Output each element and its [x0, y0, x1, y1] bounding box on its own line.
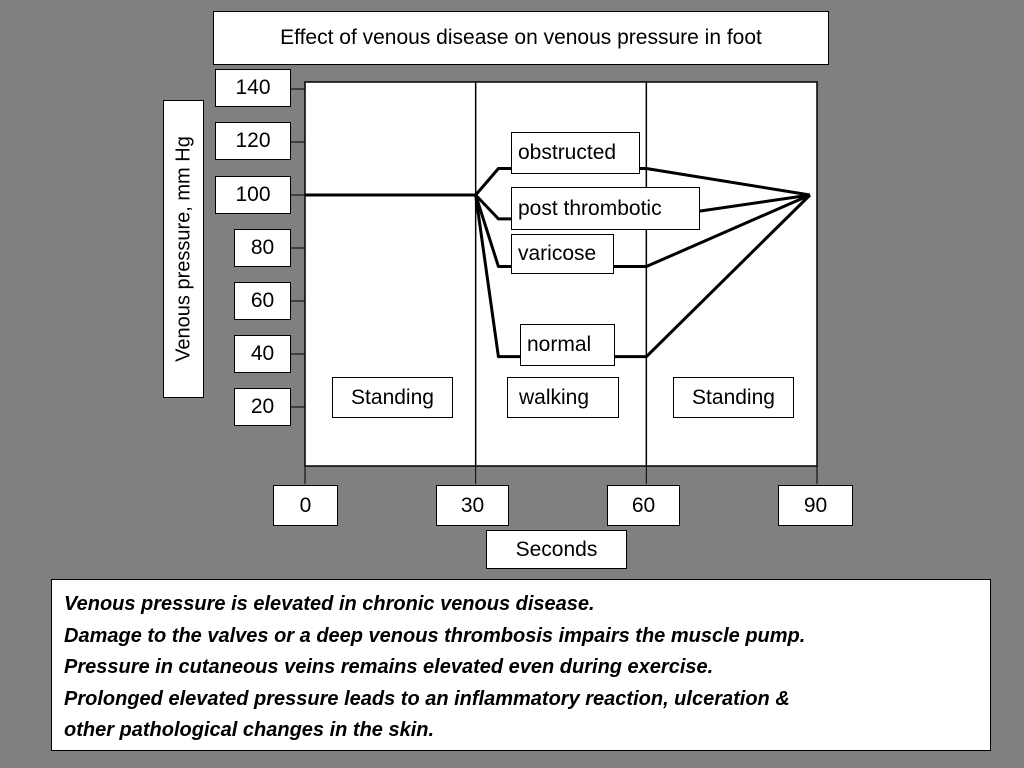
note-line: Pressure in cutaneous veins remains elev… — [64, 656, 714, 678]
x-tick-label: 90 — [778, 485, 853, 526]
note-line: other pathological changes in the skin. — [64, 719, 435, 741]
notes-panel: Venous pressure is elevated in chronic v… — [51, 579, 991, 751]
x-tick-label: 60 — [607, 485, 680, 526]
x-tick-label: 0 — [273, 485, 338, 526]
chart-title-text: Effect of venous disease on venous press… — [280, 26, 762, 49]
note-line: Prolonged elevated pressure leads to an … — [64, 687, 790, 710]
series-label-obstructed: obstructed — [511, 132, 640, 174]
y-tick-label: 100 — [215, 176, 291, 214]
phase-label: walking — [507, 377, 619, 418]
y-tick-label: 80 — [234, 229, 291, 267]
x-tick-label: 30 — [436, 485, 509, 526]
chart-title: Effect of venous disease on venous press… — [213, 11, 829, 65]
series-label-normal: normal — [520, 324, 615, 366]
y-tick-label: 20 — [234, 388, 291, 426]
y-tick-label: 140 — [215, 69, 291, 107]
x-axis-label-text: Seconds — [515, 537, 598, 561]
y-tick-label: 120 — [215, 122, 291, 160]
note-line: Damage to the valves or a deep venous th… — [64, 624, 806, 647]
y-axis-label: Venous pressure, mm Hg — [163, 100, 204, 398]
note-line: Venous pressure is elevated in chronic v… — [64, 593, 595, 615]
y-tick-label: 40 — [234, 335, 291, 373]
phase-label: Standing — [332, 377, 453, 418]
y-axis-label-text: Venous pressure, mm Hg — [172, 136, 194, 362]
phase-label: Standing — [673, 377, 794, 418]
series-label-varicose: varicose — [511, 234, 614, 274]
x-axis-label: Seconds — [486, 530, 627, 569]
y-tick-label: 60 — [234, 282, 291, 320]
series-label-post-thrombotic: post thrombotic — [511, 187, 700, 230]
series-line-normal — [305, 193, 812, 359]
